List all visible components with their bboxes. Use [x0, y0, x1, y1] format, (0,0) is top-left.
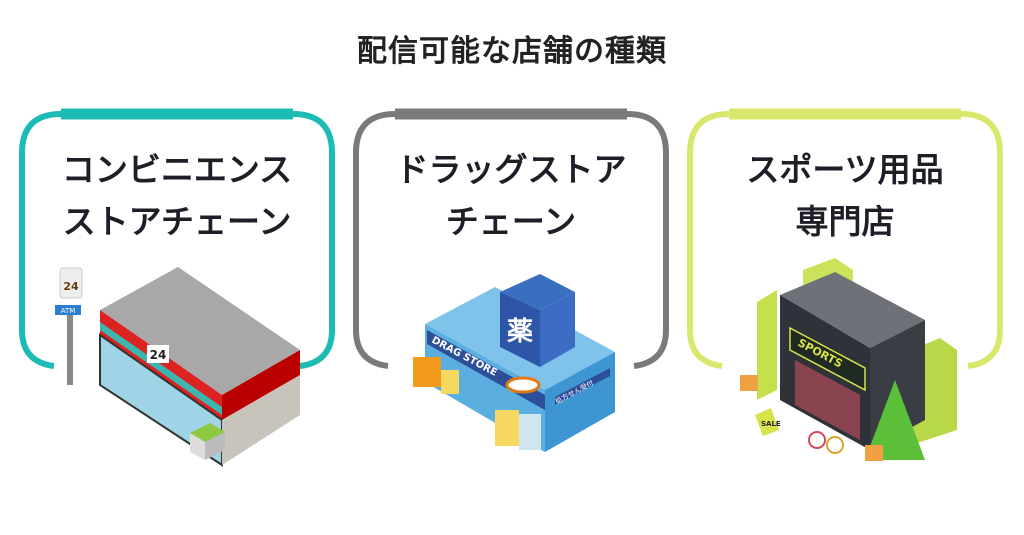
convenience-store-illustration: 24 ATM 24 [55, 267, 300, 467]
card-title-line2: ストアチェーン [62, 202, 292, 241]
card-drugstore: ドラッグストア チェーン [350, 108, 672, 370]
card-frame [687, 108, 1003, 369]
card-convenience-store: コンビニエンス ストアチェーン [16, 108, 338, 370]
card-frame [353, 108, 669, 369]
sporting-goods-illustration: SPORTS SALE [740, 258, 957, 461]
card-title-line1: コンビニエンス [61, 150, 293, 189]
card-title-line2: 専門店 [795, 202, 895, 241]
card-title: コンビニエンス ストアチェーン [16, 144, 338, 248]
atm-sign-text: ATM [61, 307, 76, 315]
card-sporting-goods: スポーツ用品 専門店 [684, 108, 1006, 370]
card-title: スポーツ用品 専門店 [684, 144, 1006, 248]
drugstore-illustration: DRAG STORE 処方せん受付 薬 [413, 274, 615, 452]
card-title: ドラッグストア チェーン [350, 144, 672, 248]
page-title: 配信可能な店舗の種類 [357, 34, 667, 69]
pole-sign-text: 24 [63, 280, 79, 293]
card-title-line1: スポーツ用品 [746, 150, 944, 189]
sale-board-text: SALE [761, 420, 781, 428]
card-title-line2: チェーン [445, 202, 577, 241]
card-frame [19, 108, 335, 369]
medicine-sign-text: 薬 [507, 317, 533, 347]
card-title-line1: ドラッグストア [395, 150, 627, 189]
roof-sign-text: 24 [150, 348, 167, 362]
